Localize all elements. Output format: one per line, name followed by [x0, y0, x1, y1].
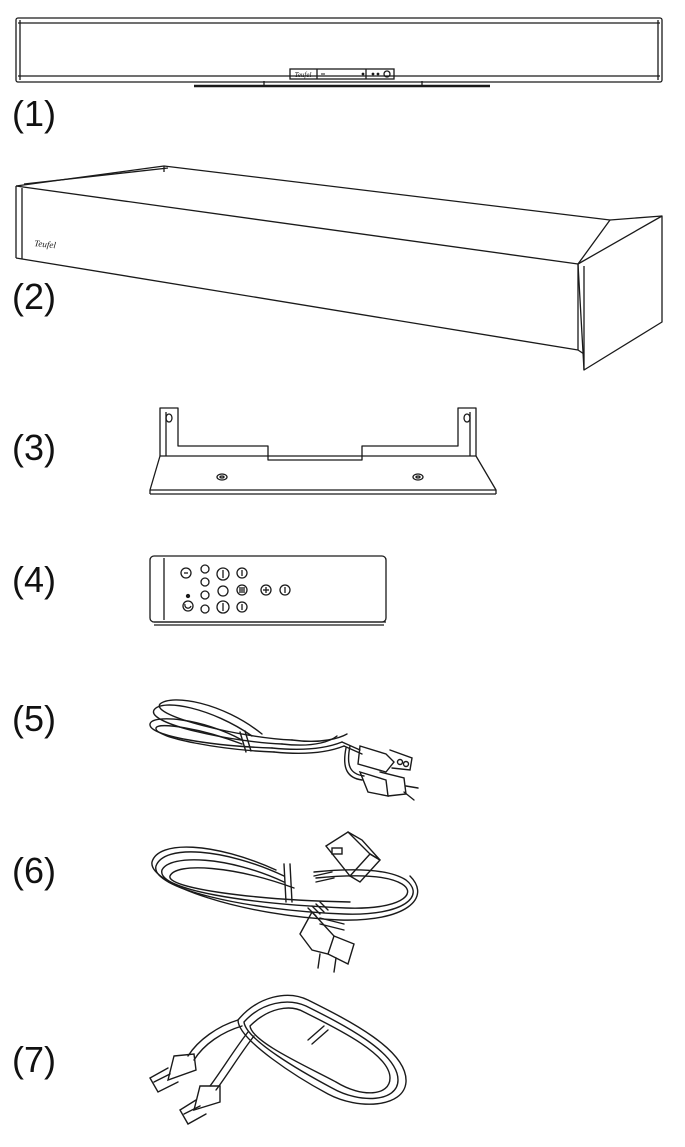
power-cable-iec-illustration: [151, 831, 419, 973]
hdmi-cable-illustration: [149, 994, 407, 1125]
item-label-3: (3): [12, 427, 56, 468]
item-label-4: (4): [12, 559, 56, 600]
remote-control-illustration: [149, 555, 387, 626]
power-cable-figure8-illustration: [149, 699, 419, 801]
item-label-5: (5): [12, 698, 56, 739]
brand-logo-large: Teufel: [34, 238, 57, 250]
item-label-7: (7): [12, 1039, 56, 1080]
item-label-2: (2): [12, 276, 56, 317]
soundbar-front-illustration: Teufel: [15, 17, 663, 88]
item-label-6: (6): [12, 850, 56, 891]
brand-logo-small: Teufel: [295, 71, 312, 79]
soundbar-perspective-illustration: Teufel: [15, 165, 663, 371]
wall-bracket-illustration: [149, 407, 497, 495]
item-label-1: (1): [12, 93, 56, 134]
